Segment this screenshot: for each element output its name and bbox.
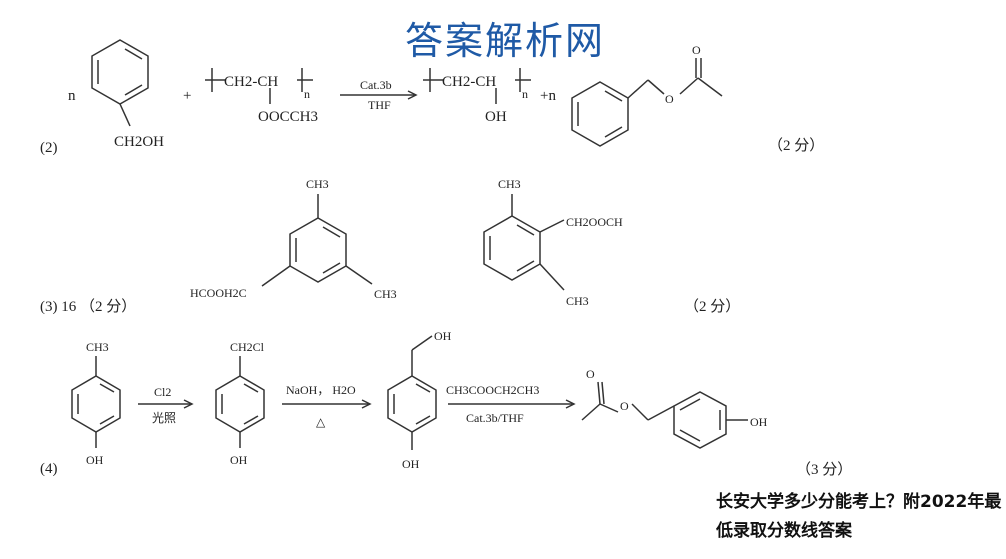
reaction-arrow-transesterification bbox=[448, 399, 576, 409]
p-cresol-methyl: CH3 bbox=[86, 340, 109, 354]
product-oh: OH bbox=[750, 415, 768, 429]
benzyl-alcohol-ring bbox=[91, 39, 149, 127]
part4-score: （3 分） bbox=[796, 461, 852, 478]
chloromethyl-phenol-oh: OH bbox=[230, 453, 248, 467]
pvoh-chain: CH2-CH bbox=[442, 74, 496, 90]
transesterification-catalyst: Cat.3b/THF bbox=[466, 411, 524, 425]
chlorination-condition: 光照 bbox=[152, 411, 176, 425]
reaction-arrow-1 bbox=[340, 90, 418, 100]
watermark-title: 答案解析网 bbox=[405, 19, 606, 63]
part2-label: (2) bbox=[40, 140, 58, 156]
hydroxybenzyl-acetate bbox=[581, 381, 748, 449]
pva-chain: CH2-CH bbox=[224, 74, 278, 90]
isomer-2-top: CH3 bbox=[498, 177, 521, 191]
pva-n: n bbox=[304, 87, 310, 101]
chlorination-reagent: Cl2 bbox=[154, 385, 171, 399]
isomer-1-top: CH3 bbox=[306, 177, 329, 191]
part4-label: (4) bbox=[40, 461, 58, 477]
isomer-1-left: HCOOH2C bbox=[190, 286, 247, 300]
hydrolysis-heat: △ bbox=[316, 415, 326, 429]
part3-label: (3) 16 （2 分） bbox=[40, 298, 136, 315]
hydroxymethyl-oh: OH bbox=[434, 329, 452, 343]
benzyl-acetate-ester-o: O bbox=[665, 92, 674, 106]
solvent-label: THF bbox=[368, 98, 391, 112]
hydroxymethyl-phenol-oh: OH bbox=[402, 457, 420, 471]
part2-score: （2 分） bbox=[768, 137, 824, 154]
part2-n1: n bbox=[68, 88, 76, 104]
product-ester-o: O bbox=[620, 399, 629, 413]
polyvinyl-alcohol bbox=[423, 68, 531, 104]
hydroxymethyl-phenol bbox=[387, 335, 437, 450]
pvoh-n: n bbox=[522, 87, 528, 101]
benzyl-acetate-carbonyl-o: O bbox=[692, 43, 701, 57]
isomer-2-bottom: CH3 bbox=[566, 294, 589, 308]
pva-side-group: OOCCH3 bbox=[258, 109, 318, 125]
part2-plus-n: +n bbox=[540, 88, 556, 104]
benzyl-alcohol-group: CH2OH bbox=[114, 134, 164, 150]
hydrolysis-reagent: NaOH， H2O bbox=[286, 383, 356, 397]
isomer-1-right: CH3 bbox=[374, 287, 397, 301]
part2-plus1: + bbox=[183, 88, 191, 104]
part3-score: （2 分） bbox=[684, 298, 740, 315]
benzyl-acetate bbox=[571, 58, 723, 147]
isomer-2-ring bbox=[483, 194, 565, 291]
chloromethyl-group: CH2Cl bbox=[230, 340, 265, 354]
polyvinyl-acetate bbox=[205, 68, 313, 104]
p-cresol bbox=[71, 356, 121, 448]
reaction-arrow-hydrolysis bbox=[282, 399, 372, 409]
isomer-1-ring bbox=[261, 194, 373, 287]
isomer-2-side: CH2OOCH bbox=[566, 215, 623, 229]
product-carbonyl-o: O bbox=[586, 367, 595, 381]
catalyst-label: Cat.3b bbox=[360, 78, 392, 92]
pvoh-side-group: OH bbox=[485, 109, 507, 125]
p-cresol-oh: OH bbox=[86, 453, 104, 467]
reaction-arrow-chlorination bbox=[138, 399, 194, 409]
transesterification-reagent: CH3COOCH2CH3 bbox=[446, 383, 539, 397]
footer-link-text[interactable]: 长安大学多少分能考上？附2022年最低录取分数线答案 bbox=[716, 492, 1002, 541]
chloromethyl-phenol bbox=[215, 356, 265, 448]
